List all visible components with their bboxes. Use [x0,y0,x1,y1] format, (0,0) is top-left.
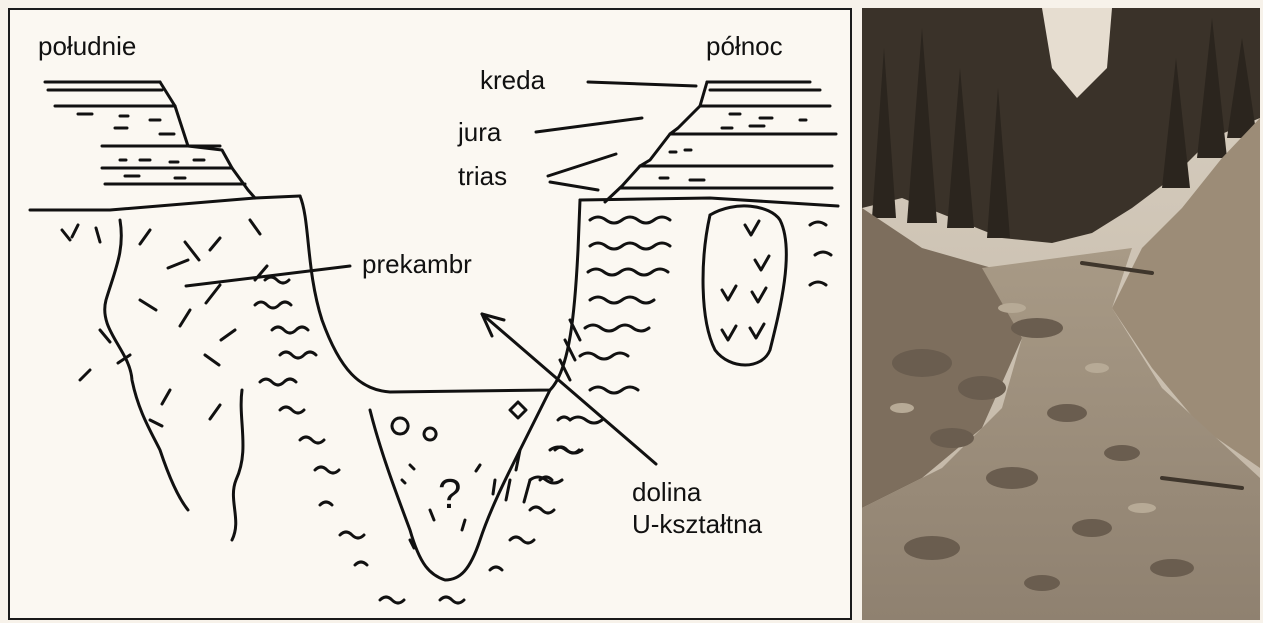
intrusion-outline [703,206,786,365]
trias-leader-2 [550,182,598,190]
valley-photo-image [862,8,1260,620]
north-strata [580,82,838,206]
label-jurassic: jura [458,118,501,146]
jura-leader [536,118,642,132]
prekambr-leader [186,266,350,286]
label-unknown-fill: ? [438,472,461,516]
label-south: południe [38,32,136,60]
valley-photo [862,8,1260,620]
label-north: północ [706,32,783,60]
label-valley-line2: U-kształtna [632,510,762,538]
geology-diagram-panel: południe północ kreda jura trias prekamb… [8,8,852,620]
south-strata [30,82,300,210]
label-cretaceous: kreda [480,66,545,94]
label-valley-line1: dolina [632,478,701,506]
label-precambrian: prekambr [362,250,472,278]
label-triassic: trias [458,162,507,190]
trias-leader-1 [548,154,616,176]
kreda-leader [588,82,696,86]
